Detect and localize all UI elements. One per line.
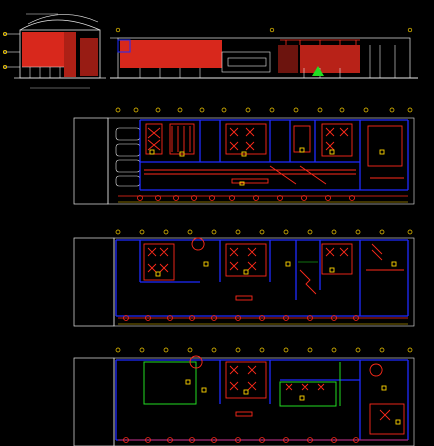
floor-plan-1	[73, 107, 415, 205]
section-side-view	[3, 13, 106, 89]
floor-plan-2	[73, 229, 415, 327]
elevation-long-view	[110, 27, 418, 79]
floor-plan-3	[73, 347, 415, 446]
